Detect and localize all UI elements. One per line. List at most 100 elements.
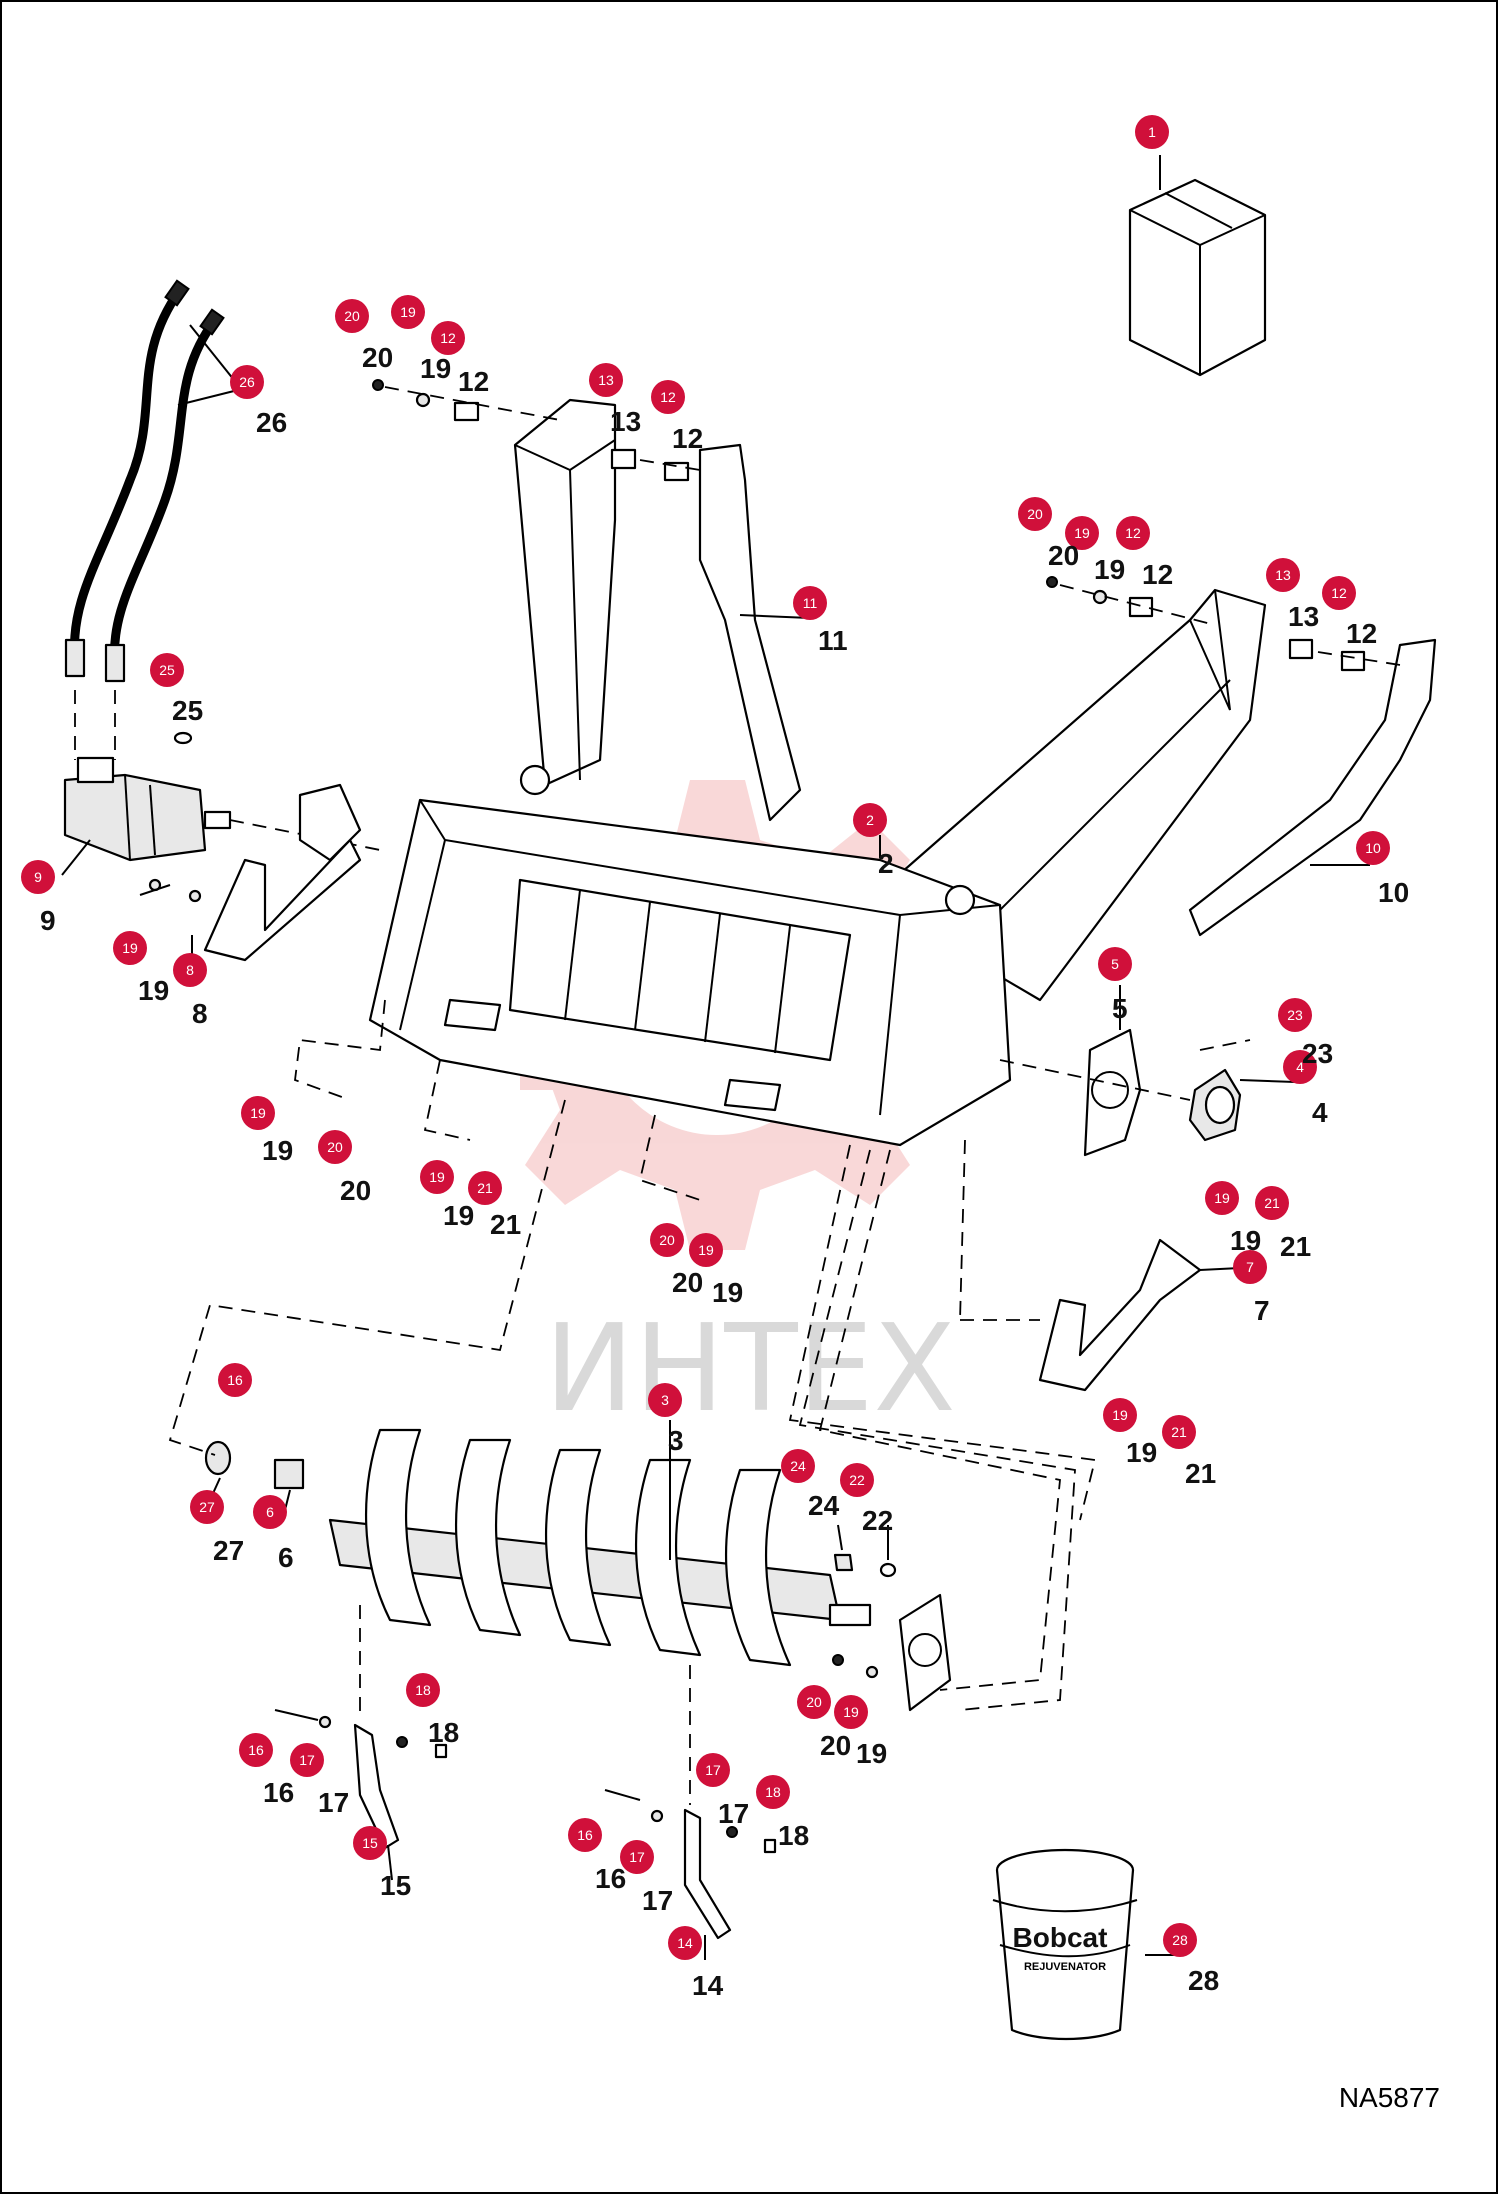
callout-tag-number: 17 — [299, 1752, 315, 1768]
callout-tag-number: 16 — [577, 1827, 593, 1843]
part-number-label: 19 — [856, 1738, 887, 1769]
callout-tag-marker — [756, 1775, 790, 1809]
part-number-label: 19 — [712, 1277, 743, 1308]
callout-tag-marker — [431, 321, 465, 355]
callout-tag-marker — [1162, 1415, 1196, 1449]
hardware-top-left — [372, 379, 701, 482]
callout-tag-marker — [241, 1096, 275, 1130]
callout-tag-number: 13 — [598, 372, 614, 388]
hydraulic-hoses — [64, 279, 239, 683]
part-number-label: 21 — [490, 1209, 521, 1240]
part-number-label: 16 — [263, 1777, 294, 1808]
callout-tag-marker — [353, 1826, 387, 1860]
callout-tag-marker — [290, 1743, 324, 1777]
callout-tag-number: 19 — [400, 304, 416, 320]
callout-2: 22 — [853, 803, 894, 879]
callout-tag-marker — [1233, 1250, 1267, 1284]
callout-tag-marker — [650, 1223, 684, 1257]
part-number-label: 18 — [778, 1820, 809, 1851]
callout-tag-number: 18 — [415, 1682, 431, 1698]
callout-tag-marker — [1283, 1050, 1317, 1084]
callout-tag-marker — [406, 1673, 440, 1707]
callout-tag-marker — [420, 1160, 454, 1194]
callout-tag-number: 18 — [765, 1784, 781, 1800]
callout-tag-number: 20 — [327, 1139, 343, 1155]
callout-tag-number: 19 — [1214, 1190, 1230, 1206]
callout-tag-number: 20 — [1027, 506, 1043, 522]
callout-tag-marker — [150, 653, 184, 687]
callout-tag-marker — [1098, 947, 1132, 981]
callout-tag-number: 20 — [659, 1232, 675, 1248]
part-number-label: 19 — [138, 975, 169, 1006]
bearing-plate-5 — [1083, 985, 1142, 1157]
bracket-7-part — [959, 1139, 1241, 1392]
callout-tag-marker — [391, 295, 425, 329]
callout-tag-marker — [1266, 558, 1300, 592]
callout-tag-number: 2 — [866, 812, 874, 828]
callout-tag-number: 26 — [239, 374, 255, 390]
watermark-text: ИНТЕХ — [544, 1300, 955, 1439]
callout-tag-number: 6 — [266, 1504, 274, 1520]
callout-tag-marker — [1163, 1923, 1197, 1957]
part-number-label: 20 — [340, 1175, 371, 1206]
callout-tag-number: 21 — [1264, 1195, 1280, 1211]
callout-tag-marker — [589, 363, 623, 397]
part-number-label: 19 — [420, 353, 451, 384]
callout-tag-number: 4 — [1296, 1059, 1304, 1075]
callout-tag-number: 20 — [806, 1694, 822, 1710]
callout-tag-marker — [620, 1840, 654, 1874]
part-number-label: 17 — [718, 1798, 749, 1829]
part-number-label: 20 — [672, 1267, 703, 1298]
part-number-label: 27 — [213, 1535, 244, 1566]
part-number-label: 24 — [808, 1490, 840, 1521]
callout-tag-number: 12 — [1125, 525, 1141, 541]
callout-tag-number: 21 — [1171, 1424, 1187, 1440]
callout-tag-marker — [696, 1753, 730, 1787]
callout-tag-number: 19 — [1112, 1407, 1128, 1423]
callout-tag-marker — [1135, 115, 1169, 149]
callout-tag-number: 19 — [698, 1242, 714, 1258]
callout-tag-number: 12 — [660, 389, 676, 405]
callout-21: 21 21 — [1162, 1415, 1216, 1489]
callout-tag-marker — [239, 1733, 273, 1767]
tine-14-part — [604, 1789, 777, 1960]
tiller-rotor-part — [204, 1420, 872, 1667]
callout-tag-number: 25 — [159, 662, 175, 678]
callout-tag-marker — [21, 860, 55, 894]
part-number-label: 18 — [428, 1717, 459, 1748]
part-number-label: 3 — [668, 1425, 684, 1456]
callout-tag-marker — [668, 1926, 702, 1960]
callout-21: 21 21 — [468, 1171, 521, 1240]
part-number-label: 7 — [1254, 1295, 1270, 1326]
callout-16: 16 — [218, 1363, 252, 1397]
part-number-label: 6 — [278, 1542, 294, 1573]
part-number-label: 26 — [256, 407, 287, 438]
callout-tag-number: 19 — [122, 940, 138, 956]
callout-tag-number: 7 — [1246, 1259, 1254, 1275]
callout-tag-marker — [793, 586, 827, 620]
callout-tag-marker — [1103, 1398, 1137, 1432]
part-number-label: 12 — [1346, 618, 1377, 649]
callout-tag-number: 21 — [477, 1180, 493, 1196]
callout-tag-marker — [651, 380, 685, 414]
part-number-label: 21 — [1185, 1458, 1216, 1489]
bearing-4-part — [999, 1039, 1296, 1142]
callout-tag-number: 19 — [1074, 525, 1090, 541]
